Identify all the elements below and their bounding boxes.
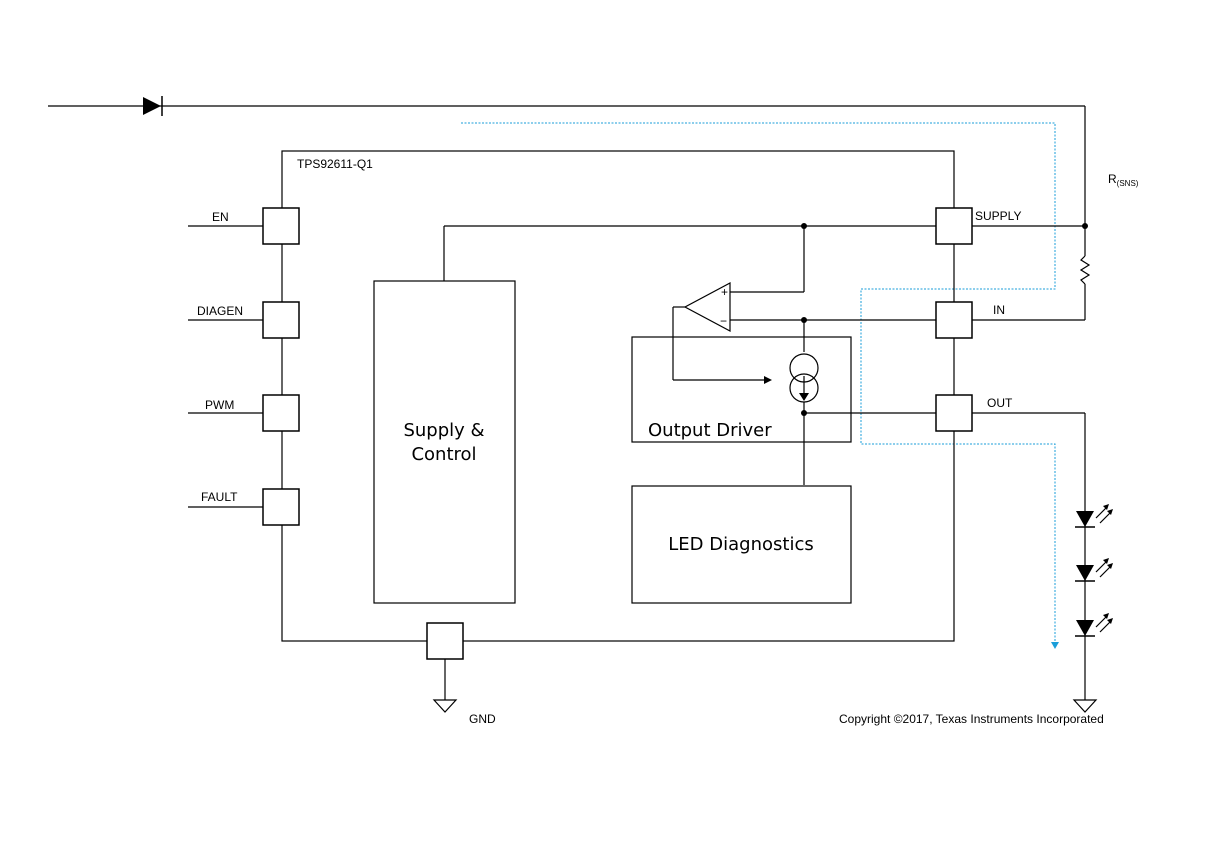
current-flow-arrow-icon <box>1051 642 1059 649</box>
current-source-icon <box>789 353 819 485</box>
current-flow-path <box>461 122 1056 644</box>
svg-text:FAULT: FAULT <box>201 490 238 504</box>
svg-text:IN: IN <box>993 303 1005 317</box>
reverse-protection-diode-icon <box>143 96 163 116</box>
led-icon <box>1075 558 1113 582</box>
pin-gnd: GND <box>426 622 496 726</box>
led-icon <box>1075 613 1113 637</box>
led-ground-icon <box>1072 699 1098 713</box>
svg-text:+: + <box>721 285 728 299</box>
copyright-notice: Copyright ©2017, Texas Instruments Incor… <box>839 712 1104 726</box>
svg-text:GND: GND <box>469 712 496 726</box>
svg-text:DIAGEN: DIAGEN <box>197 304 243 318</box>
svg-text:LED Diagnostics: LED Diagnostics <box>668 534 813 555</box>
pin-pwm: PWM <box>188 394 300 432</box>
svg-text:OUT: OUT <box>987 396 1013 410</box>
sense-resistor-label: R(SNS) <box>1108 172 1139 188</box>
svg-text:Output Driver: Output Driver <box>648 420 772 441</box>
pin-diagen: DIAGEN <box>188 301 300 339</box>
pin-supply: SUPPLY <box>935 207 1088 245</box>
pin-en: EN <box>188 207 300 245</box>
led-diagnostics-block: LED Diagnostics <box>631 485 852 604</box>
svg-text:PWM: PWM <box>205 398 234 412</box>
out-node-line <box>801 410 936 416</box>
chip-outline <box>281 150 955 642</box>
chip-name: TPS92611-Q1 <box>297 157 373 171</box>
output-driver-block: Output Driver <box>631 336 852 443</box>
pin-fault: FAULT <box>188 488 300 526</box>
svg-text:Control: Control <box>411 444 476 465</box>
led-icon <box>1075 504 1113 528</box>
sense-resistor-icon <box>1079 226 1091 320</box>
opamp-icon: + − <box>672 282 772 384</box>
pin-in: IN <box>935 301 1085 339</box>
in-node-line <box>730 317 936 352</box>
svg-text:−: − <box>720 314 727 328</box>
svg-text:Supply &: Supply & <box>403 420 484 441</box>
supply-control-block: Supply & Control <box>373 280 516 604</box>
supply-bus <box>443 223 936 293</box>
input-supply-line <box>48 105 1086 226</box>
svg-text:EN: EN <box>212 210 229 224</box>
svg-text:SUPPLY: SUPPLY <box>975 209 1021 223</box>
pin-out: OUT <box>935 394 1085 432</box>
